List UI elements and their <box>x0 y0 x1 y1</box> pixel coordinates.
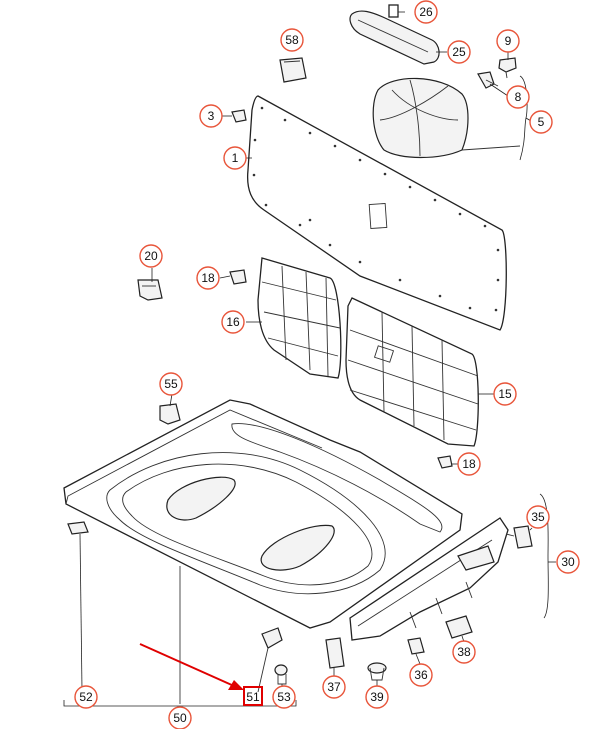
callout-30: 30 <box>556 550 580 574</box>
svg-text:30: 30 <box>561 555 575 569</box>
callout-52: 52 <box>74 685 98 709</box>
screw-part-9 <box>498 57 517 79</box>
callout-1: 1 <box>223 146 247 170</box>
callout-9: 9 <box>496 29 520 53</box>
svg-text:35: 35 <box>531 510 545 524</box>
svg-text:16: 16 <box>226 315 240 329</box>
highlight-box <box>243 686 263 706</box>
bracket-30 <box>539 493 549 619</box>
callout-18-lower: 18 <box>457 452 481 476</box>
screw-part-3 <box>231 109 247 123</box>
grid-panel-part-16 <box>257 257 342 379</box>
callout-26: 26 <box>414 0 438 24</box>
callout-16: 16 <box>221 310 245 334</box>
callout-37: 37 <box>322 675 346 699</box>
svg-text:38: 38 <box>457 645 471 659</box>
callout-15: 15 <box>493 382 517 406</box>
callout-36: 36 <box>409 663 433 687</box>
clip-part-37 <box>325 637 345 669</box>
callout-53: 53 <box>272 685 296 709</box>
svg-text:37: 37 <box>327 680 341 694</box>
svg-text:20: 20 <box>144 249 158 263</box>
grid-panel-part-15 <box>345 297 479 447</box>
callout-38: 38 <box>452 640 476 664</box>
screw-part-36 <box>407 637 425 655</box>
svg-text:53: 53 <box>277 690 291 704</box>
side-trim-part-30 <box>349 517 509 641</box>
screw-part-8 <box>477 71 499 89</box>
screw-part-18-lower <box>437 455 453 469</box>
highlight-label: 51 <box>246 690 260 704</box>
callout-3: 3 <box>199 104 223 128</box>
svg-text:55: 55 <box>164 377 178 391</box>
svg-text:50: 50 <box>173 711 187 725</box>
svg-text:26: 26 <box>419 5 433 19</box>
clip-part-35 <box>505 525 533 549</box>
grommet-part-53 <box>274 664 288 685</box>
svg-text:58: 58 <box>285 33 299 47</box>
cap-part <box>279 57 307 83</box>
svg-text:18: 18 <box>462 457 476 471</box>
callout-35: 35 <box>526 505 550 529</box>
callout-58: 58 <box>280 28 304 52</box>
svg-text:39: 39 <box>370 690 384 704</box>
callout-18-upper: 18 <box>196 266 220 290</box>
callout-50: 50 <box>168 706 192 729</box>
highlight-arrow <box>139 643 244 690</box>
svg-text:18: 18 <box>201 271 215 285</box>
grommet-part-39 <box>367 662 387 681</box>
clip-part-52 <box>67 521 89 535</box>
bracket-part-51 <box>257 627 283 693</box>
cushion-part <box>372 77 521 159</box>
callout-8: 8 <box>506 85 530 109</box>
svg-text:15: 15 <box>498 387 512 401</box>
svg-text:52: 52 <box>79 690 93 704</box>
callout-5: 5 <box>529 110 553 134</box>
callout-25: 25 <box>447 40 471 64</box>
svg-text:5: 5 <box>538 115 545 129</box>
leader-lines <box>63 11 556 710</box>
clip-part-55 <box>159 403 181 425</box>
clip-part-20 <box>137 279 163 301</box>
back-panel-part <box>246 95 507 331</box>
svg-text:9: 9 <box>505 34 512 48</box>
screw-part-18-upper <box>229 269 247 285</box>
svg-text:8: 8 <box>515 90 522 104</box>
svg-text:25: 25 <box>452 45 466 59</box>
clip-part-38 <box>445 615 473 639</box>
svg-text:36: 36 <box>414 668 428 682</box>
svg-text:1: 1 <box>232 151 239 165</box>
floor-tray-part-50 <box>63 399 463 629</box>
callout-39: 39 <box>365 685 389 709</box>
callout-20: 20 <box>139 244 163 268</box>
handle-part <box>349 4 440 65</box>
svg-text:3: 3 <box>208 109 215 123</box>
callout-55: 55 <box>159 372 183 396</box>
